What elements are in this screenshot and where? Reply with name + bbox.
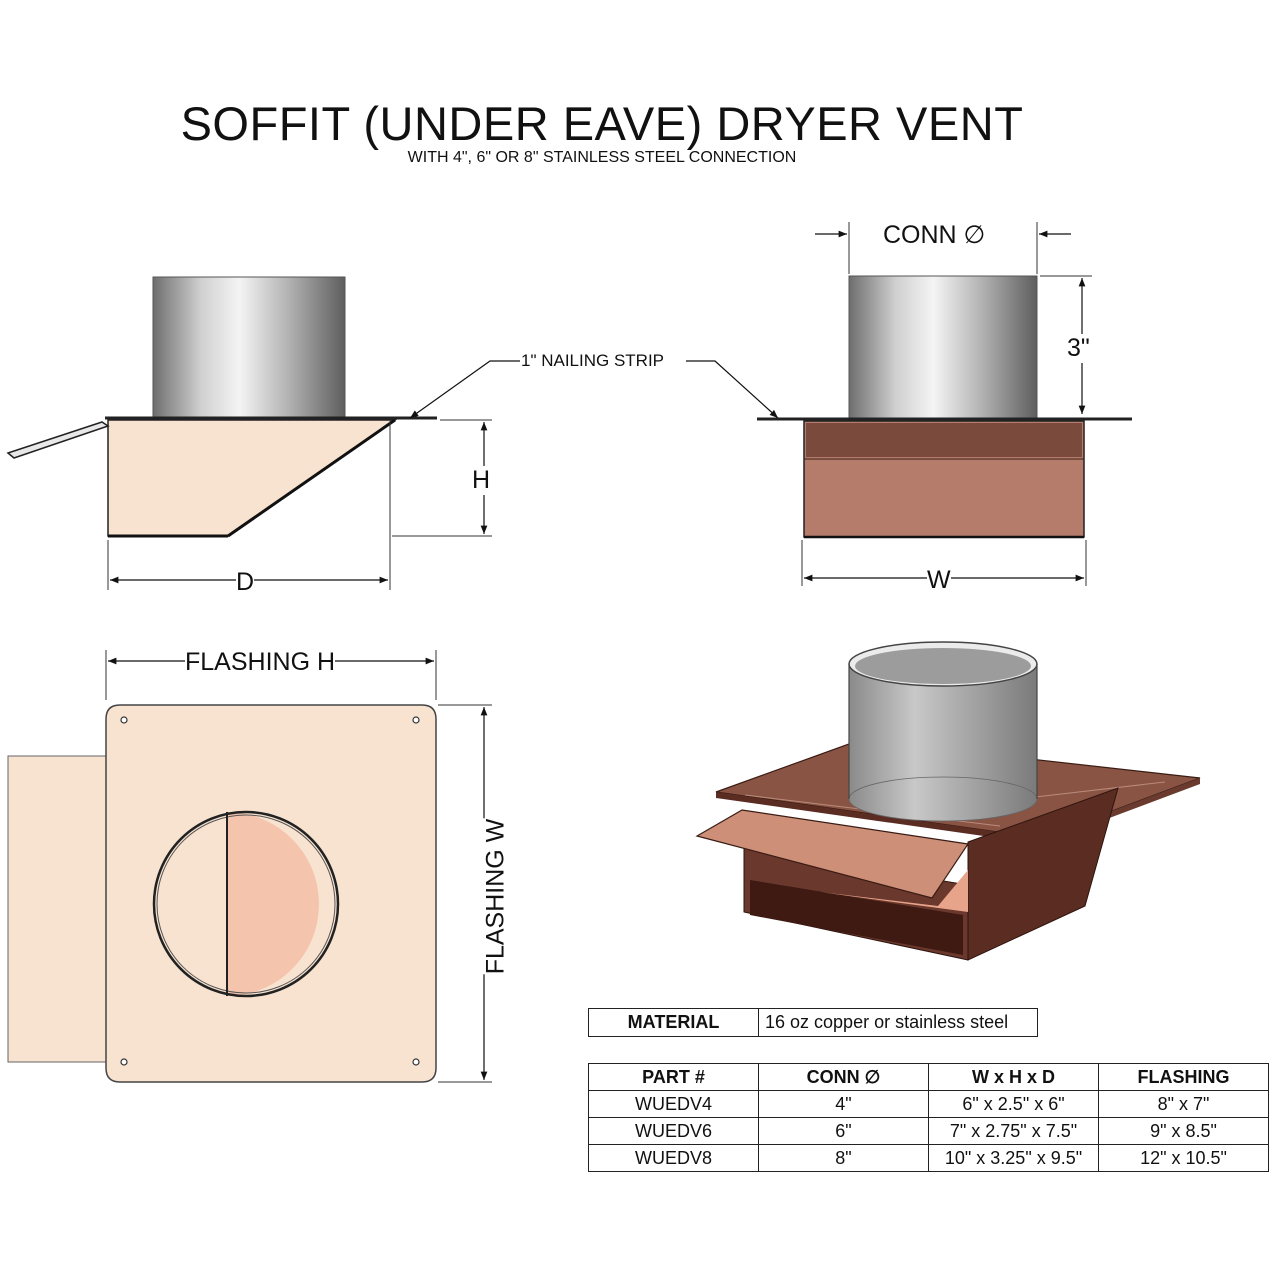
dimensions: 10" x 3.25" x 9.5" [928, 1144, 1099, 1172]
parts-table-header: PART # CONN ∅ W x H x D FLASHING [588, 1063, 1269, 1091]
connector-opening [152, 810, 340, 998]
nailing-strip-leaders [409, 360, 779, 419]
nailing-strip-label: 1" NAILING STRIP [521, 351, 665, 370]
table-row: WUEDV4 4" 6" x 2.5" x 6" 8" x 7" [588, 1090, 1269, 1118]
conn-size: 6" [758, 1117, 929, 1145]
flashing-w-label: FLASHING W [481, 818, 511, 975]
page-subtitle: WITH 4", 6" OR 8" STAINLESS STEEL CONNEC… [407, 149, 797, 166]
header-dimensions: W x H x D [928, 1063, 1099, 1091]
d-label: D [236, 568, 255, 597]
iso-box-opening [750, 880, 963, 955]
iso-hood [695, 809, 970, 899]
material-label: MATERIAL [588, 1008, 759, 1037]
header-conn: CONN ∅ [758, 1063, 929, 1091]
side-view-hood [6, 421, 110, 459]
flashing-h-label: FLASHING H [185, 648, 336, 677]
header-part: PART # [588, 1063, 759, 1091]
part-number: WUEDV4 [588, 1090, 759, 1118]
material-table: MATERIAL 16 oz copper or stainless steel [588, 1008, 1038, 1037]
material-value: 16 oz copper or stainless steel [758, 1008, 1038, 1037]
dimensions: 7" x 2.75" x 7.5" [928, 1117, 1099, 1145]
screw-hole-bottom-left [120, 1058, 128, 1066]
flashing-size: 12" x 10.5" [1098, 1144, 1269, 1172]
front-view-hood [806, 423, 1082, 457]
three-inch-label: 3" [1067, 334, 1090, 363]
part-number: WUEDV6 [588, 1117, 759, 1145]
side-view [6, 276, 492, 590]
side-view-connector [152, 276, 346, 418]
h-label: H [472, 466, 491, 495]
dimensions: 6" x 2.5" x 6" [928, 1090, 1099, 1118]
table-row: WUEDV6 6" 7" x 2.75" x 7.5" 9" x 8.5" [588, 1117, 1269, 1145]
parts-table: PART # CONN ∅ W x H x D FLASHING WUEDV4 … [588, 1063, 1269, 1172]
screw-hole-top-right [412, 716, 420, 724]
screw-hole-top-left [120, 716, 128, 724]
screw-hole-bottom-right [412, 1058, 420, 1066]
front-view [757, 222, 1132, 586]
conn-size: 8" [758, 1144, 929, 1172]
conn-size: 4" [758, 1090, 929, 1118]
page-title: SOFFIT (UNDER EAVE) DRYER VENT [180, 97, 1024, 150]
table-row: WUEDV8 8" 10" x 3.25" x 9.5" 12" x 10.5" [588, 1144, 1269, 1172]
isometric-view [695, 641, 1201, 961]
header-flashing: FLASHING [1098, 1063, 1269, 1091]
damper-flap [227, 812, 319, 996]
flashing-view [7, 650, 492, 1083]
conn-dia-label: CONN ∅ [883, 220, 986, 250]
flashing-size: 8" x 7" [1098, 1090, 1269, 1118]
flashing-view-body-edge [7, 755, 109, 1063]
side-view-slope-edge [227, 418, 396, 538]
flashing-size: 9" x 8.5" [1098, 1117, 1269, 1145]
part-number: WUEDV8 [588, 1144, 759, 1172]
w-label: W [927, 566, 951, 595]
front-view-connector [848, 275, 1038, 419]
iso-connector-bottom [848, 776, 1038, 822]
